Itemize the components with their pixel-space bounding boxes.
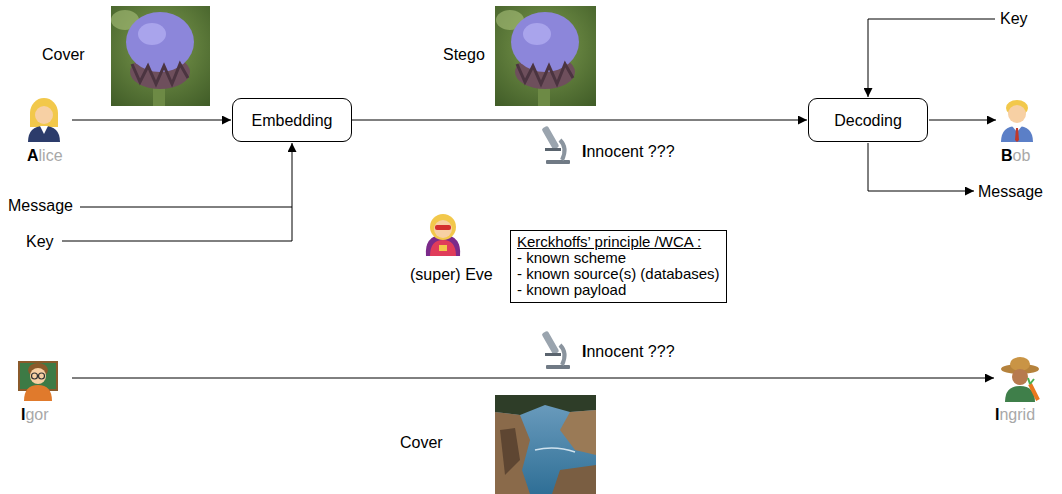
- input-label: Key: [1000, 9, 1028, 28]
- cover-sea-image: [495, 395, 596, 494]
- bob-figure: [1001, 100, 1033, 142]
- process-box: Decoding: [808, 98, 928, 142]
- bob-line: [929, 120, 996, 121]
- box-label: Decoding: [834, 111, 902, 130]
- image-label: Stego: [443, 45, 485, 64]
- process-box: Embedding: [232, 98, 352, 142]
- status-initial: I: [582, 142, 586, 161]
- actor-name: ob: [1013, 146, 1031, 165]
- status-label: nnocent ???: [586, 142, 674, 161]
- note-item: - known scheme: [517, 250, 720, 266]
- status-initial: I: [582, 342, 586, 361]
- output-label: Message: [978, 182, 1043, 201]
- message-line: [80, 207, 292, 208]
- message-line: [868, 143, 974, 191]
- input-label: Message: [8, 196, 73, 215]
- igor-line: [72, 378, 994, 379]
- cover-image: [111, 6, 210, 106]
- key-line: [62, 143, 292, 241]
- actor-name: lice: [39, 146, 63, 165]
- key-line: [868, 19, 995, 97]
- actor-initial: I: [995, 405, 999, 424]
- microscope-icon: [541, 331, 570, 369]
- note-item: - known source(s) (databases): [517, 266, 720, 282]
- actor-initial: A: [27, 146, 39, 165]
- microscope-icon: [541, 126, 570, 164]
- note-item: - known payload: [517, 282, 720, 298]
- status-label: nnocent ???: [586, 342, 674, 361]
- actor-name: gor: [25, 405, 48, 424]
- flow-lines: [62, 19, 996, 378]
- ingrid-figure: [1001, 357, 1039, 402]
- actor-initial: I: [21, 405, 25, 424]
- stego-image: [495, 6, 596, 106]
- actor-name: ngrid: [999, 405, 1035, 424]
- actor-name: (super) Eve: [410, 265, 493, 284]
- image-label: Cover: [42, 45, 85, 64]
- edge-layer: [352, 120, 807, 121]
- igor-figure: [19, 362, 57, 401]
- input-label: Key: [26, 232, 54, 251]
- alice-figure: [28, 98, 60, 142]
- eve-figure: [426, 214, 460, 256]
- note-box: Kerckhoffs’ principle /WCA :- known sche…: [510, 230, 727, 303]
- alice-line: [72, 120, 231, 121]
- box-label: Embedding: [252, 111, 333, 130]
- actor-initial: B: [1001, 146, 1013, 165]
- image-label: Cover: [400, 433, 443, 452]
- note-heading: Kerckhoffs’ principle /WCA :: [517, 234, 720, 250]
- flow-arrow: [352, 120, 807, 121]
